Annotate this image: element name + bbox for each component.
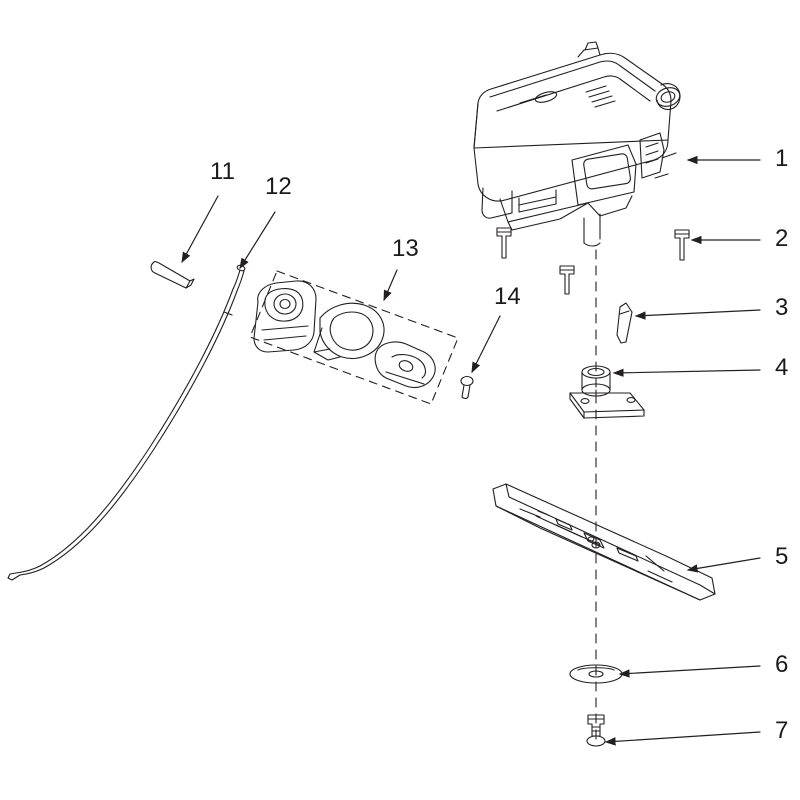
- leader-7: [604, 731, 761, 746]
- callout-label-1: 1: [775, 145, 789, 172]
- blade-graphic: [492, 483, 716, 601]
- leader-14: [471, 315, 501, 374]
- key-graphic: [616, 302, 633, 344]
- callout-label-5: 5: [775, 543, 789, 570]
- callout-label-14: 14: [494, 283, 521, 310]
- leader-4: [612, 368, 761, 378]
- leader-11: [181, 195, 219, 264]
- leader-13: [383, 269, 398, 302]
- blade-adapter-graphic: [569, 365, 645, 419]
- callout-label-2: 2: [775, 225, 789, 252]
- leader-6: [618, 665, 761, 678]
- callout-label-4: 4: [775, 354, 789, 381]
- screw-graphic: [460, 375, 474, 400]
- callout-label-7: 7: [775, 717, 789, 744]
- leader-3: [634, 309, 761, 320]
- engine-mounting-bolts-graphic: [496, 227, 690, 295]
- engine-assembly-graphic: [473, 41, 681, 247]
- leader-5: [686, 557, 761, 573]
- callout-label-12: 12: [265, 173, 292, 200]
- control-cable-graphic: [7, 264, 246, 581]
- leader-12: [239, 211, 276, 270]
- callout-label-6: 6: [775, 651, 789, 678]
- callout-label-13: 13: [392, 235, 419, 262]
- cable-end-pin-graphic: [150, 261, 195, 289]
- callout-label-3: 3: [775, 294, 789, 321]
- leader-lines: [181, 155, 761, 746]
- handle-bracket-kit-graphic: [249, 270, 459, 405]
- callout-label-11: 11: [210, 158, 235, 185]
